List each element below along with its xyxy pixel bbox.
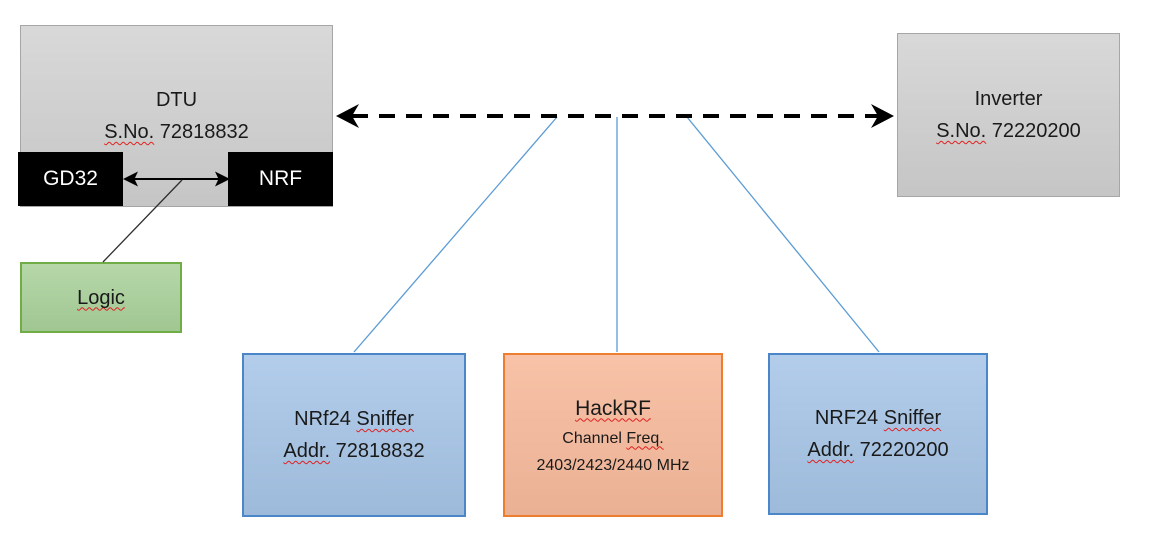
nrf-label: NRF bbox=[258, 167, 303, 190]
hackrf-freq-values: 2403/2423/2440 MHz bbox=[536, 456, 690, 474]
dashed-arrow-head-left-icon bbox=[336, 104, 359, 128]
dtu-serial-label: S.No. bbox=[104, 121, 155, 143]
logic-label-line: Logic bbox=[77, 282, 125, 314]
sniffer-right-title: NRF24 Sniffer bbox=[815, 402, 941, 434]
sniffer-left-role: Sniffer bbox=[356, 408, 414, 430]
gd32-label: GD32 bbox=[43, 167, 98, 190]
hackrf-title: HackRF bbox=[575, 396, 651, 420]
sniffer-right-addr-value: 72220200 bbox=[859, 439, 949, 461]
nrf24-sniffer-right-node: NRF24 Sniffer Addr. 72220200 bbox=[768, 353, 988, 515]
logic-node: Logic bbox=[20, 262, 182, 333]
sniffer-right-addr: Addr. 72220200 bbox=[807, 434, 948, 466]
link-line-sniffer-right bbox=[686, 116, 880, 353]
dtu-serial-value: 72818832 bbox=[159, 121, 249, 143]
sniffer-left-model: NRf24 bbox=[294, 408, 351, 430]
inverter-serial-value: 72220200 bbox=[991, 120, 1081, 142]
dashed-arrow-head-right-icon bbox=[871, 104, 894, 128]
dtu-title: DTU bbox=[155, 89, 198, 111]
link-line-sniffer-left bbox=[353, 116, 558, 353]
hackrf-title-line: HackRF bbox=[575, 392, 651, 425]
hackrf-freq-word: Channel bbox=[562, 429, 622, 447]
inverter-serial: S.No. 72220200 bbox=[936, 115, 1081, 147]
sniffer-left-addr: Addr. 72818832 bbox=[283, 435, 424, 467]
sniffer-right-role: Sniffer bbox=[883, 407, 942, 429]
gd32-chip: GD32 bbox=[18, 152, 123, 206]
dtu-inverter-dashed-arrow bbox=[336, 104, 894, 128]
dtu-serial: S.No. 72818832 bbox=[104, 116, 249, 148]
hackrf-freq-word-sq: Freq. bbox=[626, 429, 664, 447]
sniffer-right-model: NRF24 bbox=[814, 407, 879, 429]
sniffer-left-addr-value: 72818832 bbox=[335, 440, 425, 462]
hackrf-freq-label: Channel Freq. bbox=[562, 425, 663, 452]
inverter-node: Inverter S.No. 72220200 bbox=[897, 33, 1120, 197]
logic-label: Logic bbox=[77, 286, 125, 309]
inverter-title: Inverter bbox=[974, 88, 1043, 110]
dtu-node: DTU S.No. 72818832 bbox=[20, 25, 333, 207]
sniffer-right-addr-label: Addr. bbox=[807, 439, 855, 461]
nrf24-sniffer-left-node: NRf24 Sniffer Addr. 72818832 bbox=[242, 353, 466, 517]
inverter-serial-label: S.No. bbox=[936, 120, 987, 142]
sniffer-left-addr-label: Addr. bbox=[283, 440, 331, 462]
sniffer-left-title: NRf24 Sniffer bbox=[294, 403, 414, 435]
hackrf-node: HackRF Channel Freq. 2403/2423/2440 MHz bbox=[503, 353, 723, 517]
nrf-chip: NRF bbox=[228, 152, 333, 206]
